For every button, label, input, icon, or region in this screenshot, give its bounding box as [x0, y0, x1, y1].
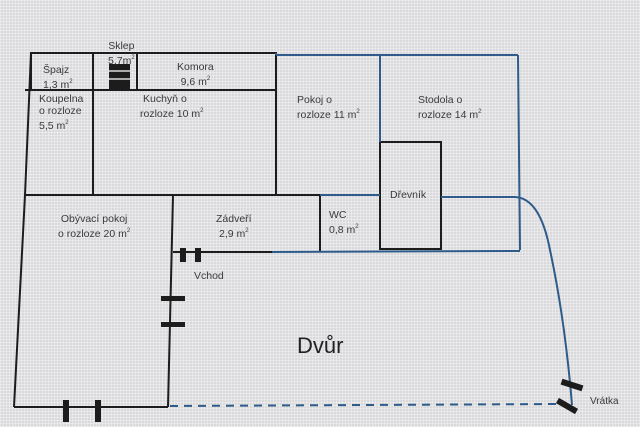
- room-name: Zádveří: [216, 213, 252, 225]
- room-name: Koupelna: [39, 93, 84, 105]
- room-area: 9,6 m: [180, 76, 207, 88]
- yard-label: Dvůr: [297, 333, 344, 358]
- room-kuchyn: Kuchyň o rozloze 10 m2: [140, 93, 203, 120]
- gate-mark: [555, 397, 579, 415]
- unit-superscript: 2: [131, 55, 135, 61]
- room-drevnik: Dřevník: [390, 189, 426, 201]
- entrance-door-mark: [195, 248, 201, 262]
- room-area: rozloze 11 m: [297, 109, 357, 121]
- unit-superscript: 2: [200, 108, 204, 114]
- room-area: 1,3 m: [43, 79, 70, 91]
- room-name: Komora: [177, 61, 214, 73]
- room-stodola: Stodola o rozloze 14 m2: [418, 94, 481, 121]
- room-wc: WC 0,8 m2: [329, 209, 359, 236]
- unit-superscript: 2: [478, 109, 482, 115]
- unit-superscript: 2: [206, 76, 211, 82]
- annex-walls: [271, 53, 573, 406]
- unit-superscript: 2: [245, 228, 249, 234]
- gate-mark: [560, 378, 584, 392]
- room-area: 0,8 m: [329, 224, 356, 236]
- room-area: 5,5 m: [39, 120, 66, 132]
- gate-label: Vrátka: [590, 396, 619, 407]
- room-zadveri: Zádveří 2,9 m2: [216, 213, 252, 240]
- bottom-door-mark: [63, 400, 69, 422]
- room-name-line2: o rozloze: [39, 105, 82, 117]
- side-door-mark: [161, 322, 185, 327]
- room-area: 5,7m: [108, 55, 132, 67]
- room-name: Dřevník: [390, 189, 427, 201]
- room-name: Špajz: [43, 64, 70, 76]
- room-name: Pokoj o: [297, 94, 333, 106]
- room-komora: Komora 9,6 m2: [177, 61, 214, 88]
- room-koupelna: Koupelna o rozloze 5,5 m2: [39, 93, 83, 132]
- side-door-mark: [161, 296, 185, 301]
- room-obyvaci-pokoj: Obývací pokoj o rozloze 20 m2: [58, 213, 130, 240]
- unit-superscript: 2: [69, 79, 73, 85]
- room-name: Sklep: [108, 40, 135, 52]
- fence-dashed: [169, 403, 559, 407]
- wall-left-lower: [13, 194, 26, 408]
- entrance-door-mark: [180, 248, 186, 262]
- room-name: Stodola o: [418, 94, 463, 106]
- room-area: 2,9 m: [219, 228, 246, 240]
- bottom-door-mark: [95, 400, 101, 422]
- wall-left-upper: [24, 52, 32, 196]
- unit-superscript: 2: [356, 109, 360, 115]
- entrance-label: Vchod: [194, 270, 224, 282]
- room-name: Kuchyň o: [143, 93, 187, 105]
- room-area: rozloze 14 m: [418, 109, 479, 121]
- room-sklep: Sklep 5,7m2: [108, 40, 135, 67]
- room-name: WC: [329, 209, 347, 221]
- stairs-icon: [109, 64, 130, 89]
- room-area: o rozloze 20 m: [58, 228, 127, 240]
- room-spajz: Špajz 1,3 m2: [43, 64, 73, 91]
- room-pokoj: Pokoj o rozloze 11 m2: [297, 94, 360, 121]
- room-name: Obývací pokoj: [60, 213, 128, 225]
- unit-superscript: 2: [65, 120, 69, 126]
- fence-curve: [514, 196, 573, 406]
- room-area: rozloze 10 m: [140, 108, 201, 120]
- unit-superscript: 2: [355, 224, 359, 230]
- door-marks: [63, 248, 584, 422]
- unit-superscript: 2: [126, 228, 131, 234]
